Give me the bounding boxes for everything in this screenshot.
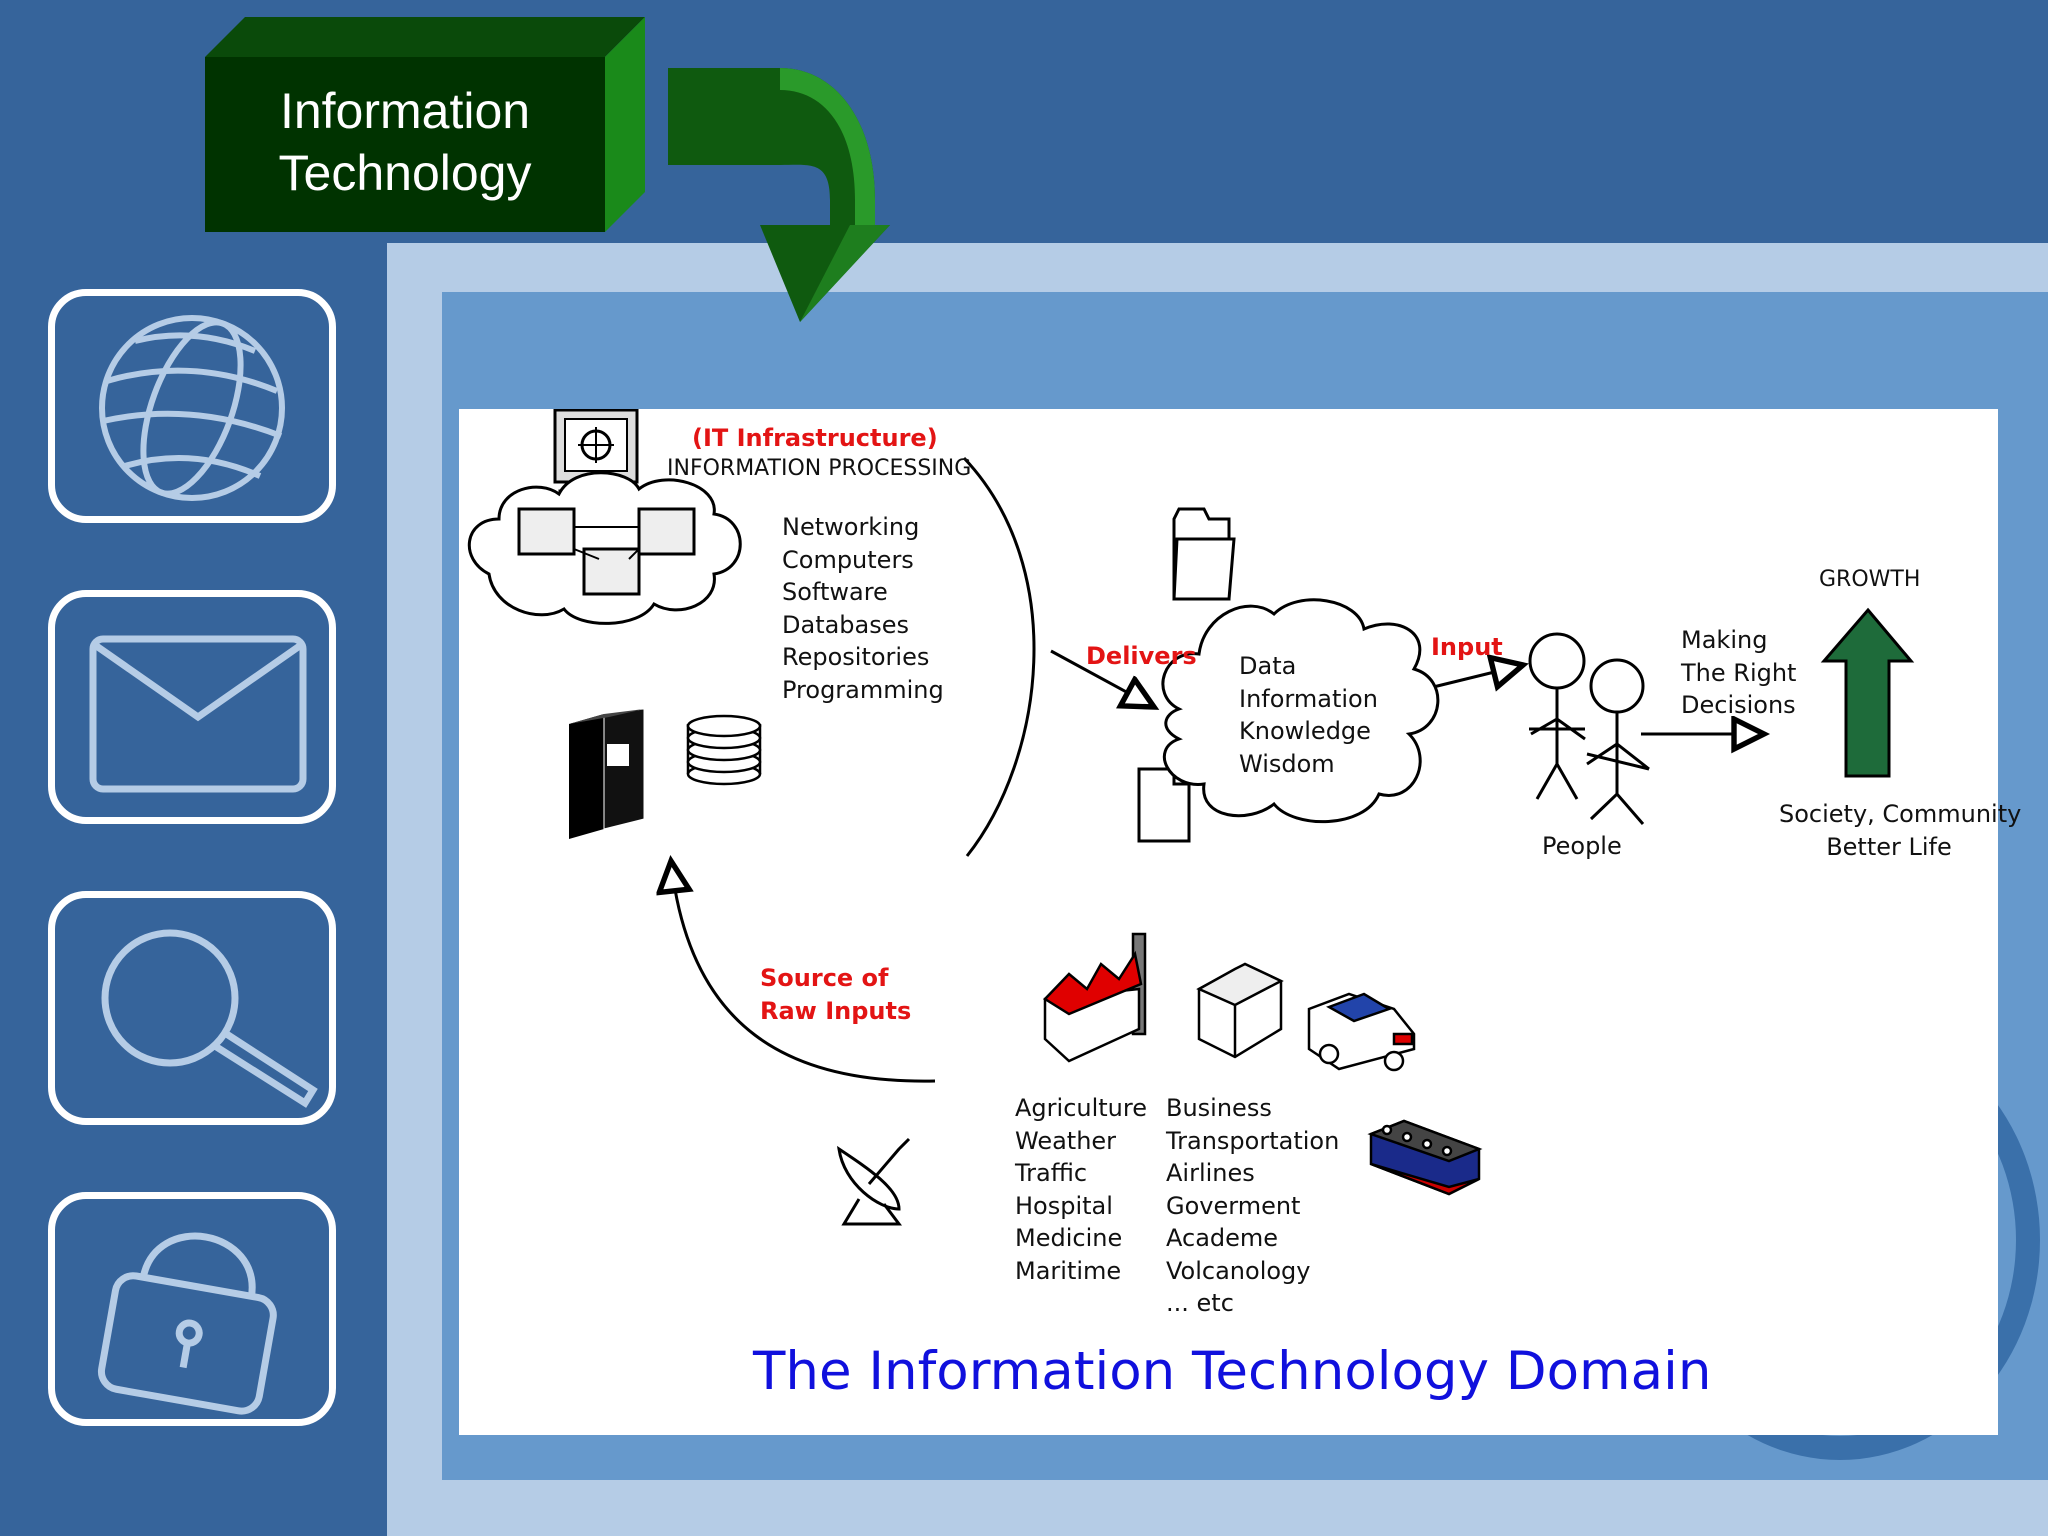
processing-arc [962, 456, 1036, 857]
society-line-1: Society, Community [1779, 800, 2022, 828]
padlock-icon [97, 1232, 277, 1415]
mail-tile[interactable] [48, 590, 336, 824]
list-item: The Right [1681, 658, 1797, 687]
satellite-dish-icon [837, 1137, 911, 1226]
diagram-graphics [467, 409, 1915, 1226]
input-label: Input [1431, 633, 1503, 661]
house-icon [1196, 962, 1284, 1059]
list-item: Making [1681, 626, 1768, 654]
society-label: Society, Community Better Life [1779, 798, 2022, 863]
list-item: Information [1239, 684, 1378, 713]
car-icon [1307, 992, 1416, 1072]
cloud-list: Data Information Knowledge Wisdom [1239, 650, 1378, 780]
curved-arrow-icon [668, 68, 890, 322]
list-item: Business [1166, 1094, 1272, 1122]
society-line-2: Better Life [1826, 832, 1952, 861]
people-label: People [1542, 832, 1622, 860]
magnifier-icon [101, 929, 318, 1108]
title-line-1: Information [279, 83, 531, 139]
page-title: Information Technology [205, 80, 605, 204]
list-item: Databases [782, 610, 910, 639]
source-line-2: Raw Inputs [760, 996, 912, 1025]
delivers-arrow [1050, 649, 1154, 707]
title-line-2: Technology [278, 145, 532, 201]
sources-list-2: Business Transportation Airlines Goverme… [1166, 1092, 1339, 1320]
title-box [205, 17, 645, 232]
globe-tile[interactable] [48, 289, 336, 523]
diagram: (IT Infrastructure) INFORMATION PROCESSI… [459, 409, 2022, 1435]
list-item: Decisions [1681, 691, 1796, 719]
list-item: Data [1239, 652, 1297, 680]
globe-icon [99, 315, 285, 501]
knowledge-cloud [1161, 598, 1440, 824]
factory-icon [1043, 932, 1147, 1063]
list-item: Software [782, 578, 888, 606]
list-item: Computers [782, 545, 914, 574]
database-icon [686, 714, 762, 786]
folder-icon [1172, 507, 1236, 601]
delivers-label: Delivers [1086, 642, 1197, 670]
list-item: Volcanology [1166, 1256, 1311, 1285]
train-car-icon [1367, 1119, 1483, 1196]
list-item: Networking [782, 513, 920, 541]
list-item: Agriculture [1015, 1094, 1147, 1122]
growth-label: GROWTH [1819, 567, 1921, 592]
list-item: Academe [1166, 1224, 1279, 1252]
people-icon [1528, 632, 1650, 825]
envelope-icon [89, 635, 307, 793]
list-item: Programming [782, 675, 944, 704]
list-item: Traffic [1015, 1159, 1088, 1187]
list-item: Transportation [1166, 1126, 1340, 1155]
list-item: Repositories [782, 643, 930, 671]
source-label: Source of Raw Inputs [760, 962, 911, 1027]
processing-label: INFORMATION PROCESSING [667, 456, 972, 481]
list-item: Medicine [1015, 1224, 1123, 1252]
decision-list: Making The Right Decisions [1681, 624, 1796, 722]
list-item: ... etc [1166, 1289, 1234, 1317]
list-item: Goverment [1166, 1191, 1301, 1220]
list-item: Airlines [1166, 1159, 1255, 1187]
search-tile[interactable] [48, 891, 336, 1125]
diagram-caption: The Information Technology Domain [753, 1341, 1712, 1402]
source-line-1: Source of [760, 964, 889, 992]
list-item: Maritime [1015, 1256, 1122, 1285]
list-item: Wisdom [1239, 749, 1335, 778]
network-cloud-icon [467, 471, 742, 625]
infra-list: Networking Computers Software Databases … [782, 511, 944, 706]
lock-tile[interactable] [48, 1192, 336, 1426]
server-icon [569, 708, 645, 839]
source-arc [671, 861, 936, 1083]
list-item: Knowledge [1239, 717, 1371, 745]
list-item: Hospital [1015, 1191, 1113, 1220]
sources-list-1: Agriculture Weather Traffic Hospital Med… [1015, 1092, 1147, 1287]
growth-arrow-icon [1820, 607, 1915, 778]
infra-label: (IT Infrastructure) [692, 424, 938, 452]
list-item: Weather [1015, 1126, 1117, 1155]
